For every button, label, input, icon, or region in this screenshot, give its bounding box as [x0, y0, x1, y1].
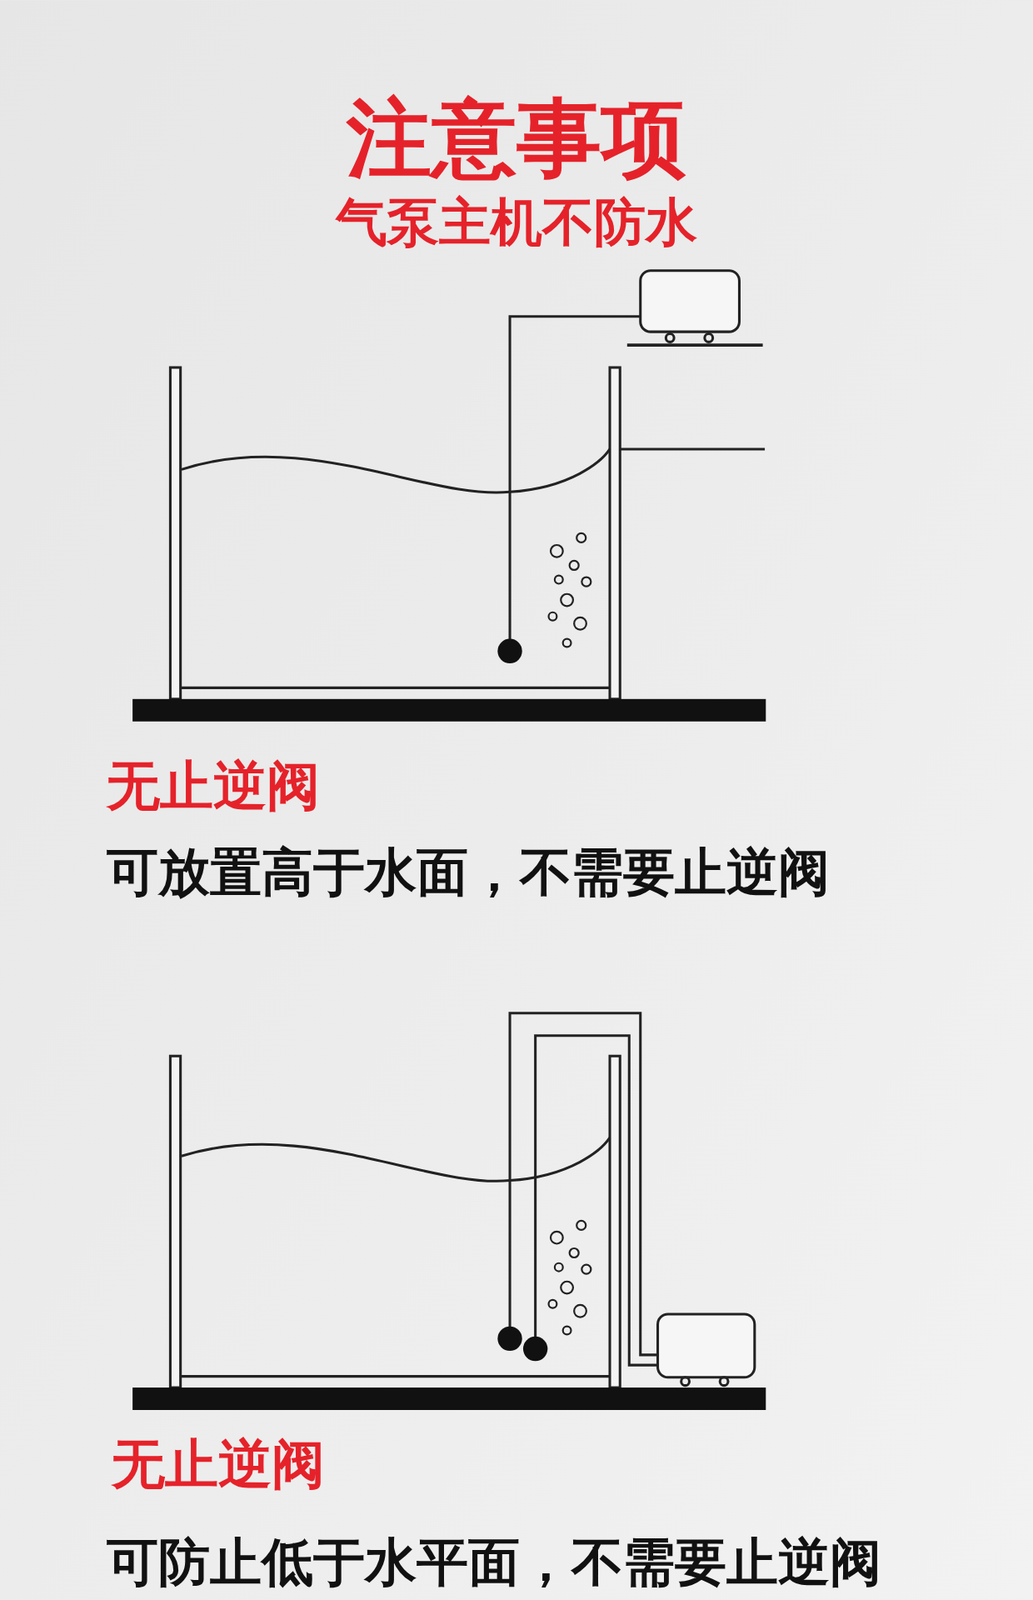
air-stone — [523, 1336, 548, 1361]
page-title: 注意事项 — [0, 93, 1033, 183]
tank-bottom — [169, 1013, 754, 1388]
note-text: 可放置高于水面，不需要止逆阀 — [106, 844, 830, 899]
subtitle: 气泵主机不防水 — [0, 194, 1033, 250]
base-bar — [132, 698, 766, 722]
section-heading: 无止逆阀 — [106, 758, 320, 814]
base-bar — [132, 1387, 766, 1410]
note-text: 可防止低于水平面，不需要止逆阀 — [106, 1534, 882, 1589]
air-stone — [497, 1326, 522, 1351]
section-heading: 无止逆阀 — [111, 1436, 325, 1493]
air-stone — [497, 638, 522, 664]
tank-top — [169, 270, 765, 699]
